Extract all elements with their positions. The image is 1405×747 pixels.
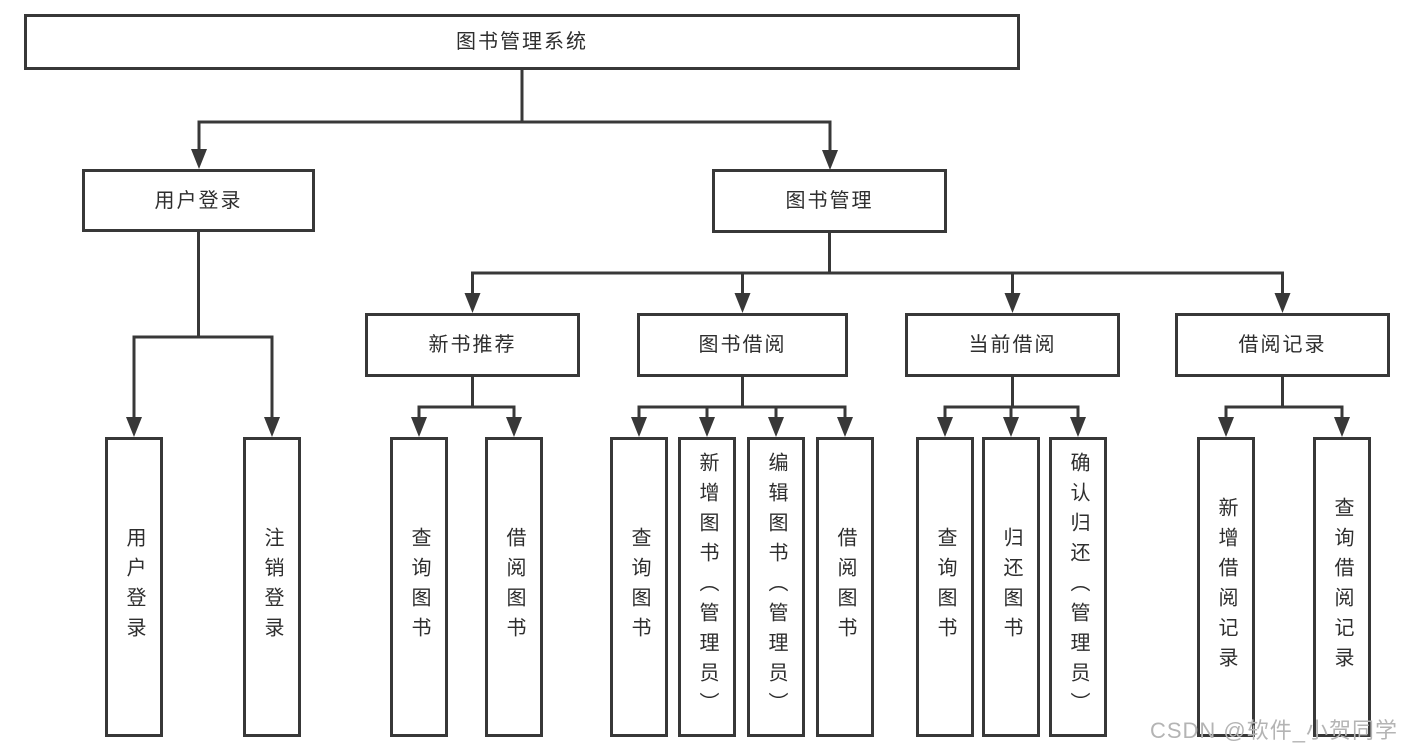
node-logout-label: 注销登录	[261, 527, 283, 647]
node-query-books-borrowing: 查询图书	[610, 437, 668, 737]
node-new-book-recommendation: 新书推荐	[365, 313, 580, 377]
node-add-books-admin-label: 新增图书（管理员）	[696, 452, 718, 722]
node-book-management: 图书管理	[712, 169, 947, 233]
csdn-watermark: CSDN @软件_小贺同学	[1149, 718, 1398, 743]
node-current-borrowing-label: 当前借阅	[968, 334, 1057, 356]
node-confirm-return-admin-label: 确认归还（管理员）	[1067, 452, 1089, 722]
node-query-books-borrowing-label: 查询图书	[628, 527, 650, 647]
node-query-borrow-record-label: 查询借阅记录	[1331, 497, 1353, 677]
node-user-login: 用户登录	[105, 437, 163, 737]
node-add-books-admin: 新增图书（管理员）	[678, 437, 736, 737]
node-borrow-books-recommend: 借阅图书	[485, 437, 543, 737]
node-add-borrow-record-label: 新增借阅记录	[1215, 497, 1237, 677]
node-library-management-system-label: 图书管理系统	[456, 31, 588, 53]
node-user-login-label: 用户登录	[123, 527, 145, 647]
node-query-borrow-record: 查询借阅记录	[1313, 437, 1371, 737]
node-new-book-recommendation-label: 新书推荐	[428, 334, 517, 356]
node-current-borrowing: 当前借阅	[905, 313, 1120, 377]
node-borrowing-records: 借阅记录	[1175, 313, 1390, 377]
node-edit-books-admin: 编辑图书（管理员）	[747, 437, 805, 737]
node-logout: 注销登录	[243, 437, 301, 737]
node-add-borrow-record: 新增借阅记录	[1197, 437, 1255, 737]
node-borrow-books-recommend-label: 借阅图书	[503, 527, 525, 647]
node-query-books-recommend: 查询图书	[390, 437, 448, 737]
node-book-management-label: 图书管理	[785, 190, 874, 212]
node-return-books-label: 归还图书	[1000, 527, 1022, 647]
node-book-borrowing-label: 图书借阅	[698, 334, 787, 356]
node-return-books: 归还图书	[982, 437, 1040, 737]
node-user-login-group-label: 用户登录	[154, 189, 243, 212]
node-library-management-system: 图书管理系统	[24, 14, 1020, 70]
node-borrow-books: 借阅图书	[816, 437, 874, 737]
node-user-login-group: 用户登录	[82, 169, 315, 232]
node-borrow-books-label: 借阅图书	[834, 527, 856, 647]
node-borrowing-records-label: 借阅记录	[1238, 334, 1327, 356]
node-query-books-current-label: 查询图书	[934, 527, 956, 647]
node-edit-books-admin-label: 编辑图书（管理员）	[765, 452, 787, 722]
node-confirm-return-admin: 确认归还（管理员）	[1049, 437, 1107, 737]
node-query-books-current: 查询图书	[916, 437, 974, 737]
node-query-books-recommend-label: 查询图书	[408, 527, 430, 647]
node-book-borrowing: 图书借阅	[637, 313, 848, 377]
